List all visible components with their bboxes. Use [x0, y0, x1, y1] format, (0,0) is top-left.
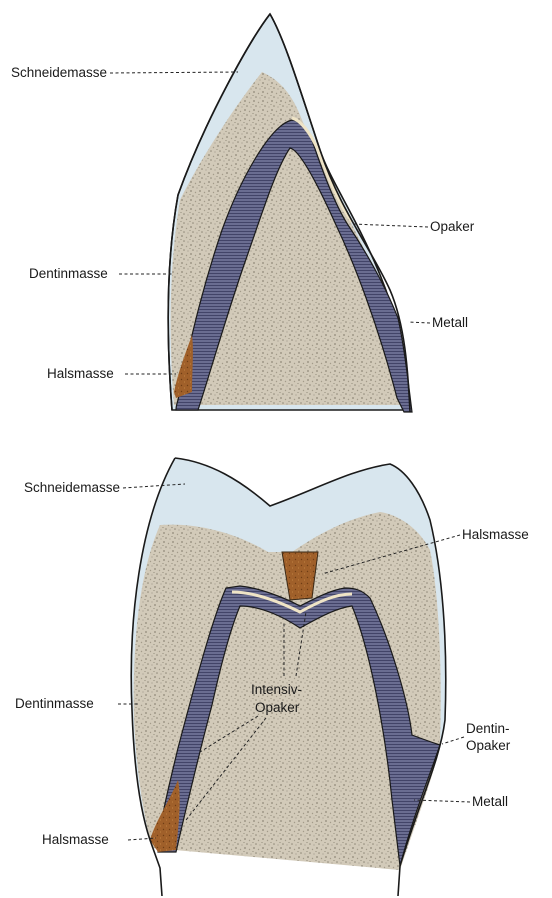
- top-label-metall: Metall: [432, 315, 468, 330]
- posterior-crown-diagram: [131, 458, 446, 896]
- bottom-label-schneidemasse: Schneidemasse: [24, 480, 120, 495]
- bottom-label-metall: Metall: [472, 794, 508, 809]
- bottom-label-halsmasse-bottom: Halsmasse: [42, 832, 109, 847]
- top-label-halsmasse: Halsmasse: [47, 366, 114, 381]
- top-leader-metall: [408, 322, 430, 323]
- bottom-leader-dentin-opaker: [442, 737, 464, 744]
- bottom-label-halsmasse-top: Halsmasse: [462, 527, 529, 542]
- bottom-label-intensiv-opaker-2: Opaker: [255, 700, 300, 715]
- bottom-label-dentin-opaker-1: Dentin-: [466, 721, 510, 736]
- anterior-crown-diagram: [168, 14, 412, 412]
- bottom-label-intensiv-opaker-1: Intensiv-: [251, 682, 302, 697]
- top-leader-schneidemasse: [110, 72, 238, 73]
- top-label-opaker: Opaker: [430, 219, 475, 234]
- top-label-dentinmasse: Dentinmasse: [29, 266, 108, 281]
- top-leader-opaker: [352, 224, 428, 227]
- bottom-label-dentin-opaker-2: Opaker: [466, 738, 511, 753]
- top-label-schneidemasse: Schneidemasse: [11, 65, 107, 80]
- bottom-label-dentinmasse: Dentinmasse: [15, 696, 94, 711]
